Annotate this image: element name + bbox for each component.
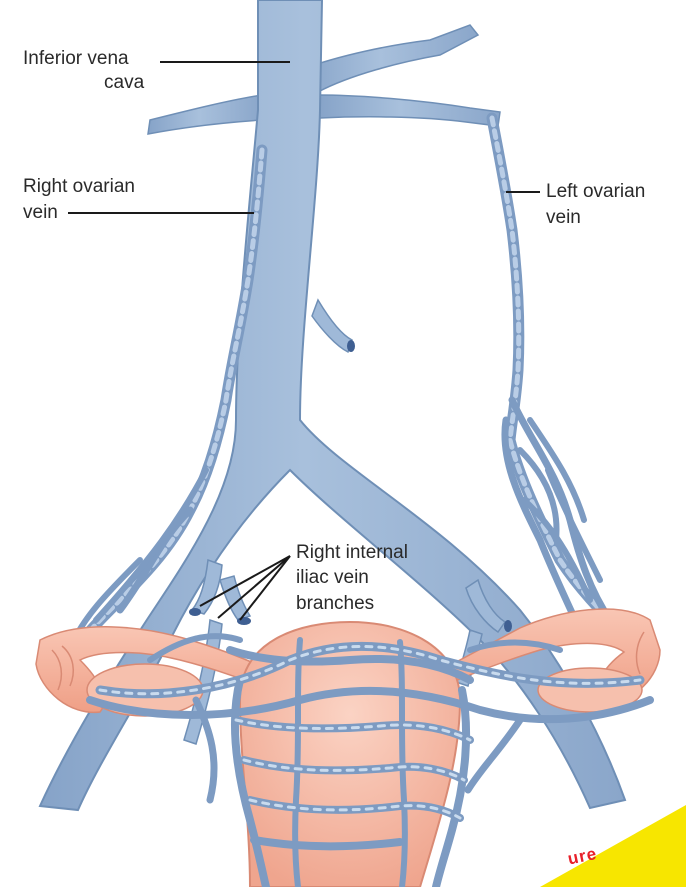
right-ovarian-vein-label-line2: vein — [23, 202, 58, 224]
left-ovarian-vein-label: Left ovarian — [546, 181, 645, 203]
right-ovarian-vein-label: Right ovarian — [23, 176, 135, 198]
right-internal-iliac-label-line2: iliac vein — [296, 567, 369, 589]
iliac-leader-line-3 — [240, 556, 290, 620]
inferior-vena-cava-label-line2: cava — [104, 72, 144, 94]
right-internal-iliac-label-line3: branches — [296, 593, 374, 615]
left-ovarian-vein-label-line2: vein — [546, 207, 581, 229]
right-internal-iliac-label: Right internal — [296, 542, 408, 564]
inferior-vena-cava-label: Inferior vena — [23, 48, 129, 70]
watermark-banner — [470, 805, 686, 887]
